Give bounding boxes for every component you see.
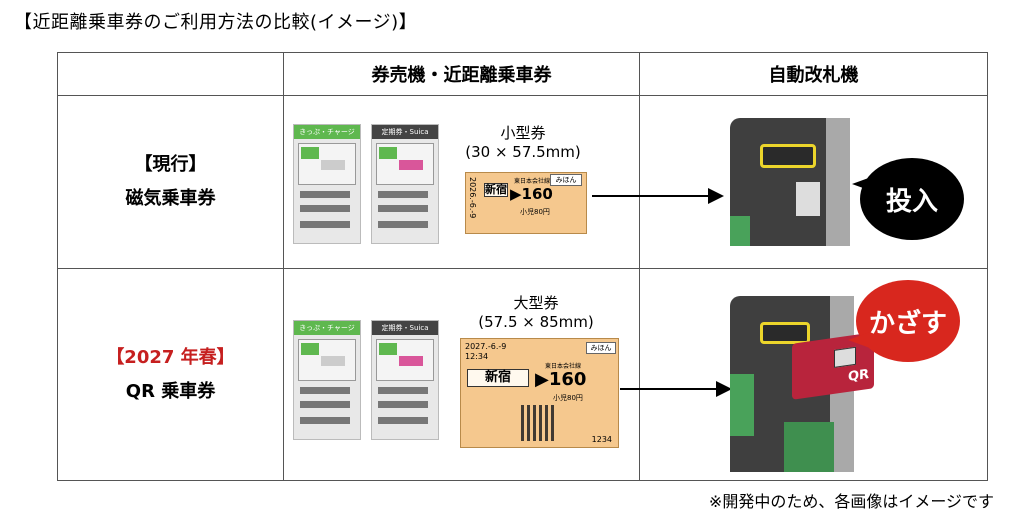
ticket-machine-image: 定期券・Suica (371, 124, 439, 244)
row-label-future-line2: QR 乗車券 (125, 380, 216, 402)
row-label-future-line1: 【2027 年春】 (106, 346, 235, 368)
page-title: 【近距離乗車券のご利用方法の比較(イメージ)】 (14, 12, 418, 33)
header-ticket-machine: 券売機・近距離乗車券 (283, 52, 640, 96)
footnote: ※開発中のため、各画像はイメージです (708, 492, 994, 511)
magnetic-gate-image (730, 118, 850, 246)
machine-screen (298, 143, 356, 185)
row-label-current-line2: 磁気乗車券 (125, 188, 216, 209)
row-label-current: 【現行】 磁気乗車券 (57, 95, 284, 269)
ticket-machine-image: きっぷ・チャージ (293, 320, 361, 440)
machine-screen (298, 339, 356, 381)
ticket-sample-badge: みほん (550, 174, 582, 186)
qr-reader-label: QR (848, 366, 870, 385)
header-auto-gate: 自動改札機 (639, 52, 988, 96)
table-header-row: 券売機・近距離乗車券 自動改札機 (57, 52, 988, 96)
machine-screen (376, 143, 434, 185)
ticket-date: 2026.-6.-9 (468, 177, 477, 219)
ticket-size-label-small: 小型券 (30 × 57.5mm) (465, 124, 581, 161)
ticket-station: 新宿 (484, 183, 508, 197)
ticket-issuer: 東日本会社線 (545, 363, 582, 370)
qr-code-icon (521, 405, 557, 441)
machine-screen (376, 339, 434, 381)
ticket-issuer: 東日本会社線 (514, 178, 551, 185)
flow-arrow (620, 381, 732, 397)
qr-ticket-image: 2027.-6.-9 12:34 みほん 新宿 東日本会社線 ▶160 小児80… (460, 338, 619, 448)
machine-banner: 定期券・Suica (372, 321, 438, 335)
ticket-machine-image: 定期券・Suica (371, 320, 439, 440)
ticket-date: 2027.-6.-9 (465, 342, 507, 351)
machine-banner: 定期券・Suica (372, 125, 438, 139)
ticket-child-fare: 小児80円 (553, 394, 583, 402)
flow-arrow (592, 188, 724, 204)
tap-action-bubble: かざす (848, 280, 960, 362)
ticket-child-fare: 小児80円 (520, 208, 550, 216)
ticket-machine-image: きっぷ・チャージ (293, 124, 361, 244)
ticket-size-label-large: 大型券 (57.5 × 85mm) (478, 294, 594, 331)
machine-banner: きっぷ・チャージ (294, 321, 360, 335)
ticket-station: 新宿 (467, 369, 529, 387)
header-empty-cell (57, 52, 284, 96)
machine-banner: きっぷ・チャージ (294, 125, 360, 139)
ticket-time: 12:34 (465, 352, 489, 361)
ticket-code: 1234 (591, 435, 612, 444)
magnetic-ticket-image: 2026.-6.-9 新宿 東日本会社線 ▶160 小児80円 みほん (465, 172, 587, 234)
ticket-fare: ▶160 (510, 185, 553, 203)
ticket-sample-badge: みほん (586, 342, 616, 354)
ticket-fare: ▶160 (535, 369, 587, 390)
insert-action-bubble: 投入 (852, 158, 964, 240)
row-label-future: 【2027 年春】 QR 乗車券 (57, 268, 284, 481)
row-label-current-line1: 【現行】 (134, 154, 207, 175)
